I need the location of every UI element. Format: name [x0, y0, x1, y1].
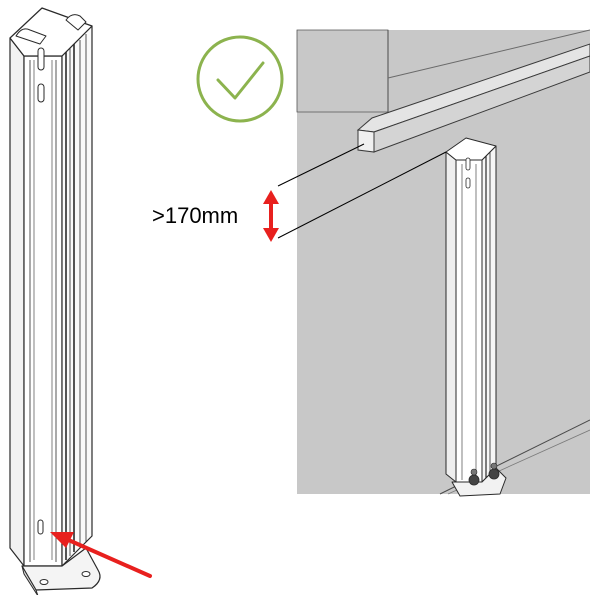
- column-bracket: [9, 7, 101, 597]
- installation-scene: [296, 29, 590, 495]
- checkmark-circle-icon: [196, 35, 284, 123]
- dimension-label: >170mm: [152, 203, 239, 228]
- dimension-leaders: [277, 143, 447, 239]
- installed-column: [445, 137, 507, 497]
- double-arrow-icon: [263, 190, 279, 242]
- red-arrow-icon: [50, 532, 152, 578]
